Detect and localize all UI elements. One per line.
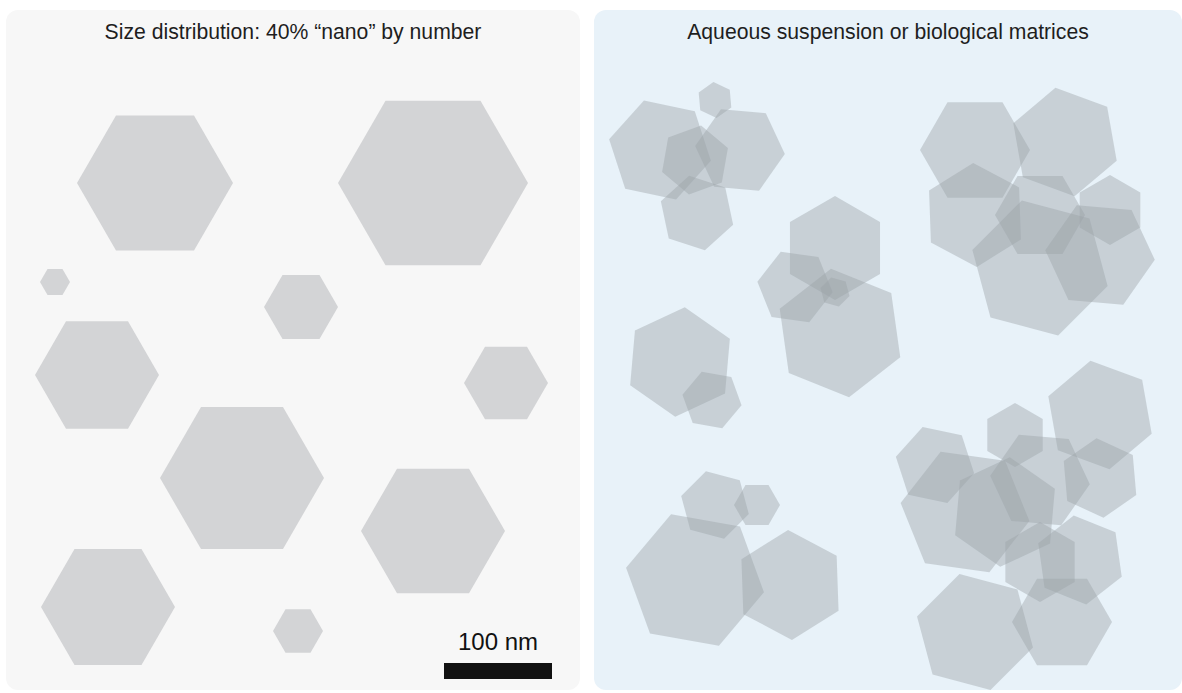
scale-label: 100 nm [458, 628, 538, 656]
panel-heading: Aqueous suspension or biological matrice… [594, 10, 1182, 44]
panel: Size distribution: 40% “nano” by number [6, 10, 580, 690]
scale-bar [444, 663, 552, 679]
panel-heading: Size distribution: 40% “nano” by number [6, 10, 580, 44]
panel-ground [6, 10, 580, 690]
agglomerates [600, 78, 1168, 693]
panel: Aqueous suspension or biological matrice… [594, 10, 1182, 690]
panel-ground [594, 10, 1182, 690]
particles [35, 101, 548, 665]
